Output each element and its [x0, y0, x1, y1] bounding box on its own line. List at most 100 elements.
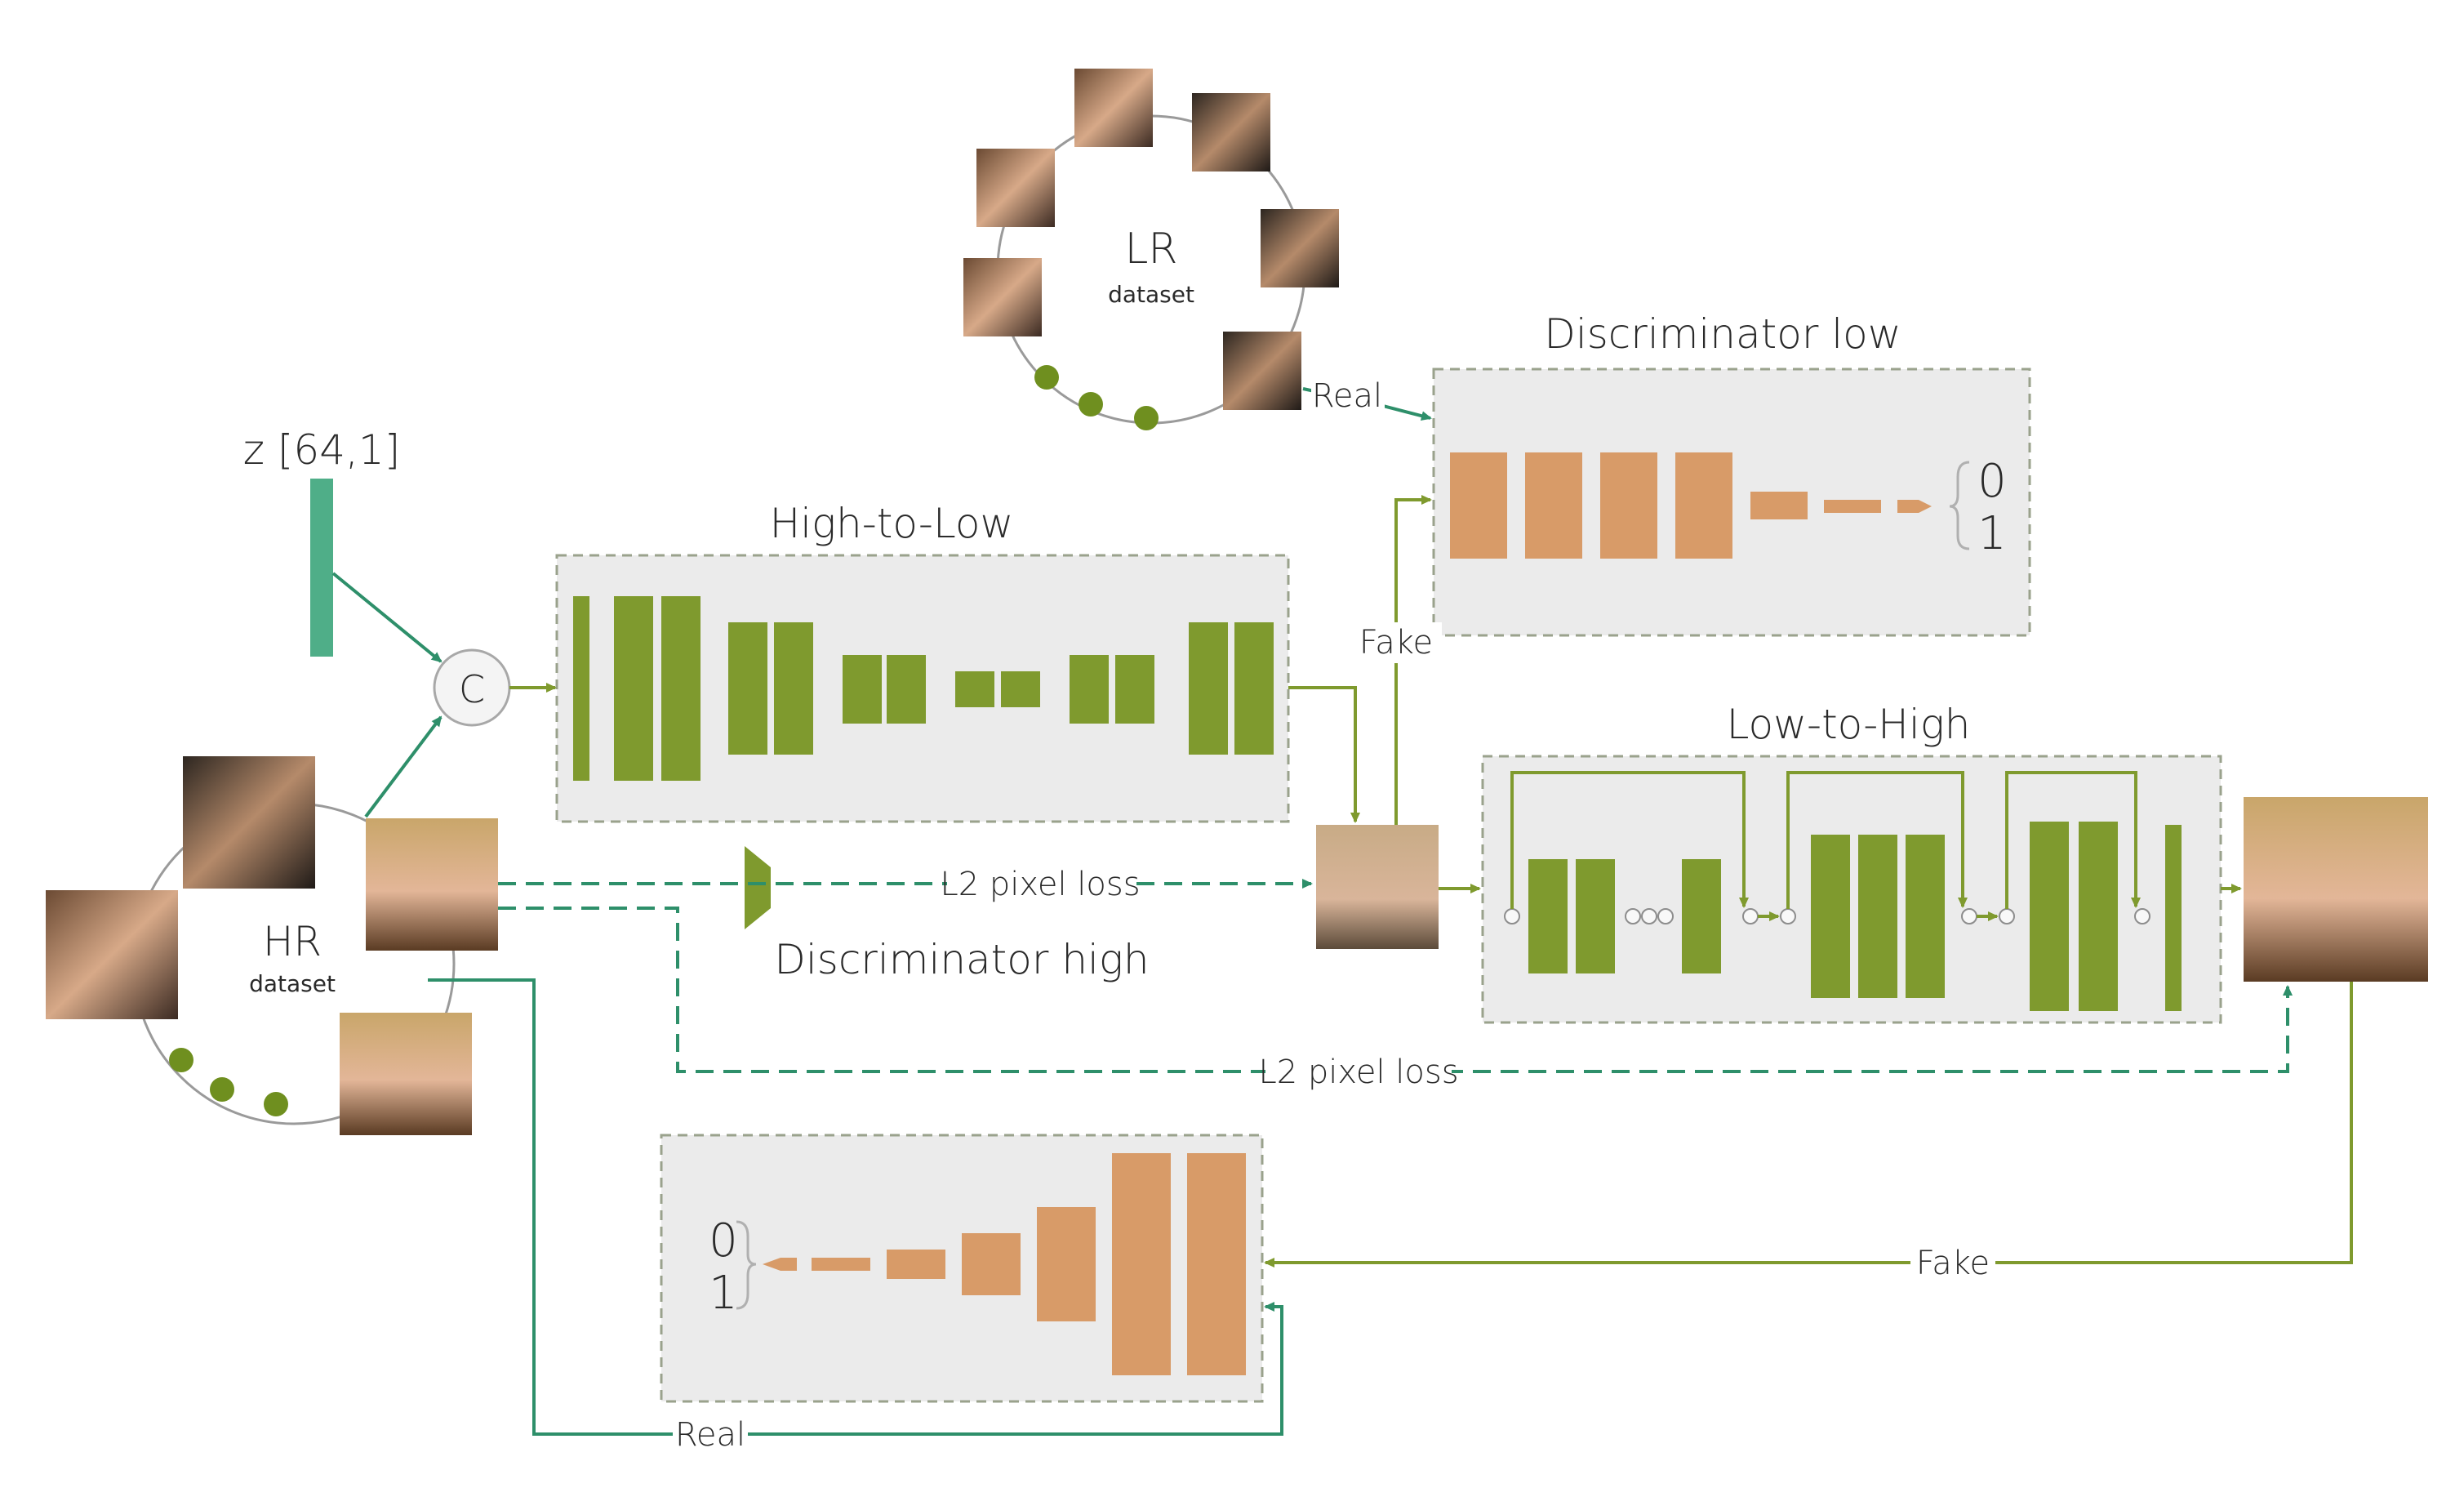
high-to-low-generator: High-to-Low	[555, 500, 1290, 823]
hr-ellipsis-dot	[210, 1077, 234, 1102]
disc-layer-block	[812, 1258, 870, 1271]
disc-layer-block	[1187, 1153, 1246, 1375]
residual-node	[1504, 908, 1520, 924]
residual-node	[1657, 908, 1674, 924]
hr-face-thumbnail	[46, 890, 178, 1019]
lr-ellipsis-dot	[1079, 392, 1103, 417]
concat-node: C	[433, 648, 511, 727]
fake-to-disc-low-label: Fake	[1359, 624, 1433, 662]
hr-real-arrow	[428, 978, 1283, 1436]
conv-layer-block	[1070, 655, 1109, 724]
discriminator-high-title: Discriminator high	[774, 936, 1149, 983]
conv-layer-block	[1115, 655, 1154, 724]
connections	[331, 387, 2353, 1436]
residual-node	[1961, 908, 1977, 924]
skip-connection-arrow	[2005, 771, 2141, 909]
fake-to-disc-low-arrow	[1394, 495, 1432, 825]
conv-layer-block	[728, 622, 767, 755]
hr-face-thumbnail	[366, 818, 498, 951]
skip-connection-arrow	[1510, 771, 1749, 909]
conv-layer-block	[1189, 622, 1228, 755]
skip-connection-arrow	[1786, 771, 1968, 909]
disc-layer-block	[887, 1250, 945, 1279]
conv-layer-block	[774, 622, 813, 755]
concat-label: C	[459, 667, 485, 711]
disc-layer-block	[1450, 452, 1507, 559]
lr-dataset: LR dataset	[963, 69, 1339, 430]
edge-label-bg	[1311, 377, 1385, 413]
generated-hr-face	[2244, 797, 2428, 982]
edge-label-bg	[1910, 1245, 1995, 1281]
conv-layer-block	[2030, 822, 2069, 1011]
lr-dataset-title: LR	[1124, 225, 1177, 274]
generator-to-lr-face-arrow	[1288, 686, 1360, 823]
disc-low-output-0: 0	[1977, 455, 2007, 508]
disc-layer-block	[1750, 492, 1808, 519]
conv-layer-block	[1858, 835, 1897, 998]
l2-loss-low-label: L2 pixel loss	[940, 866, 1140, 903]
hr-dataset: HR dataset	[46, 756, 498, 1135]
low-to-high-title: Low-to-High	[1727, 701, 1971, 748]
disc-low-output-brace	[1949, 461, 1970, 550]
hr-dataset-subtitle: dataset	[249, 970, 336, 997]
conv-layer-block	[1576, 859, 1615, 973]
disc-layer-block	[1525, 452, 1582, 559]
hr-ellipsis-dot	[169, 1048, 193, 1072]
residual-nodes	[1504, 908, 2150, 924]
discriminator-low-layers	[1450, 452, 1932, 559]
disc-output-tip	[763, 1258, 797, 1271]
noise-input-label: z [64,1]	[243, 426, 400, 474]
residual-node	[1625, 908, 1641, 924]
conv-layer-block	[2165, 825, 2182, 1011]
hr-face-thumbnail	[340, 1013, 472, 1135]
lr-face-thumbnail	[1223, 332, 1301, 410]
disc-high-output-brace	[736, 1220, 757, 1310]
low-to-high-layers	[1528, 822, 2182, 1011]
edge-label-bg	[1265, 1054, 1452, 1089]
discriminator-high-layers	[763, 1153, 1246, 1375]
noise-to-concat-arrow	[331, 572, 443, 663]
discriminator-high-icon	[745, 846, 771, 929]
disc-layer-block	[1037, 1207, 1096, 1321]
conv-layer-block	[1811, 835, 1850, 998]
edge-label-bg	[673, 1416, 748, 1452]
disc-low-output-1: 1	[1977, 507, 2007, 560]
l2-loss-high-arrow	[498, 907, 2293, 1073]
hr-ellipsis-dot	[264, 1092, 288, 1116]
fake-to-disc-high-label: Fake	[1916, 1245, 1990, 1282]
lr-real-label: Real	[1312, 377, 1382, 415]
hr-to-concat-arrow	[364, 715, 443, 818]
noise-input: z [64,1]	[243, 426, 400, 657]
disc-layer-block	[1112, 1153, 1171, 1375]
lr-dataset-subtitle: dataset	[1108, 281, 1194, 308]
hr-face-thumbnail	[183, 756, 315, 889]
residual-node	[2134, 908, 2150, 924]
residual-node	[1742, 908, 1759, 924]
generated-lr-face	[1316, 825, 1439, 949]
lr-face-thumbnail	[1192, 93, 1270, 172]
conv-layer-block	[1234, 622, 1274, 755]
discriminator-low-title: Discriminator low	[1544, 310, 1901, 358]
lr-face-thumbnail	[1261, 209, 1339, 287]
discriminator-low: Discriminator low 0 1	[1432, 310, 2031, 637]
residual-node	[1780, 908, 1796, 924]
disc-layer-block	[1600, 452, 1657, 559]
conv-layer-block	[887, 655, 926, 724]
high-to-low-title: High-to-Low	[770, 500, 1014, 547]
conv-layer-block	[1001, 671, 1040, 707]
discriminator-high: Discriminator high 0 1	[660, 846, 1264, 1403]
conv-layer-block	[661, 596, 701, 781]
conv-layer-block	[2079, 822, 2118, 1011]
lr-face-thumbnail	[1074, 69, 1153, 147]
lr-ellipsis-dot	[1134, 406, 1159, 430]
edge-labels: Real Fake L2 pixel loss L2 pixel loss Fa…	[673, 377, 1995, 1454]
noise-vector-bar	[310, 479, 333, 657]
lr-face-thumbnail	[963, 258, 1042, 336]
conv-layer-block	[843, 655, 882, 724]
skip-connections	[1510, 771, 2141, 921]
disc-layer-block	[962, 1233, 1021, 1295]
l2-loss-high-label: L2 pixel loss	[1258, 1054, 1458, 1091]
conv-layer-block	[955, 671, 994, 707]
disc-high-output-0: 0	[709, 1214, 738, 1267]
fake-to-disc-high-arrow	[1264, 982, 2353, 1267]
